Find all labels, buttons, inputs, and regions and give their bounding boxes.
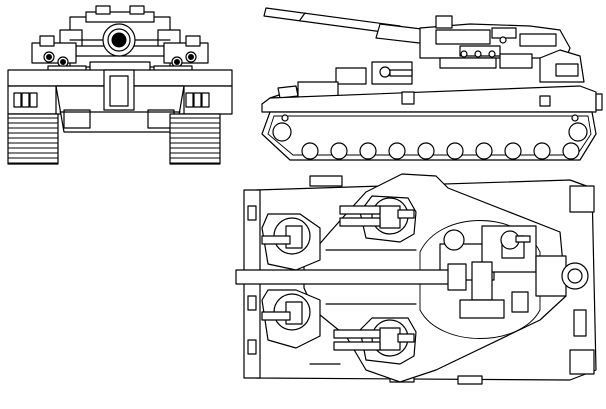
front-view: [7, 5, 233, 165]
front-turret-sight-left: [95, 5, 111, 15]
front-track-treads-left: [8, 117, 58, 164]
front-turret-roof: [85, 11, 155, 23]
side-hull-upper: [261, 85, 597, 113]
side-view: [261, 7, 603, 161]
front-track-left: [7, 113, 59, 165]
front-turret-sight-right: [129, 5, 145, 15]
front-gun-muzzle: [111, 32, 127, 48]
front-track-treads-right: [170, 117, 220, 164]
side-idler-wheel: [568, 122, 588, 142]
front-track-right: [169, 113, 221, 165]
side-drive-sprocket: [272, 122, 292, 142]
top-view: [235, 173, 597, 385]
top-main-gun-barrel: [235, 269, 455, 285]
side-road-wheels: [301, 142, 580, 160]
